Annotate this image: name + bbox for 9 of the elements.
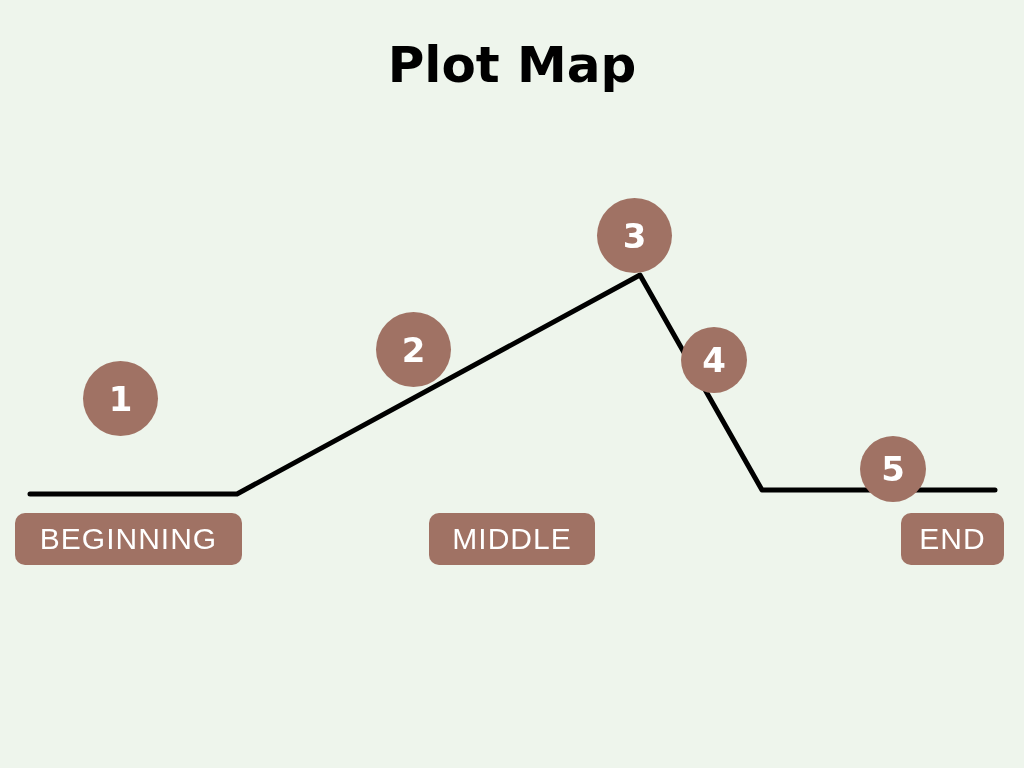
step-marker: 4 — [681, 327, 747, 393]
step-marker: 3 — [597, 198, 672, 273]
section-tag: MIDDLE — [429, 513, 595, 565]
section-tag: BEGINNING — [15, 513, 242, 565]
step-marker: 1 — [83, 361, 158, 436]
step-marker: 2 — [376, 312, 451, 387]
step-marker: 5 — [860, 436, 926, 502]
title: Plot Map — [387, 38, 637, 93]
section-tag: END — [901, 513, 1004, 565]
